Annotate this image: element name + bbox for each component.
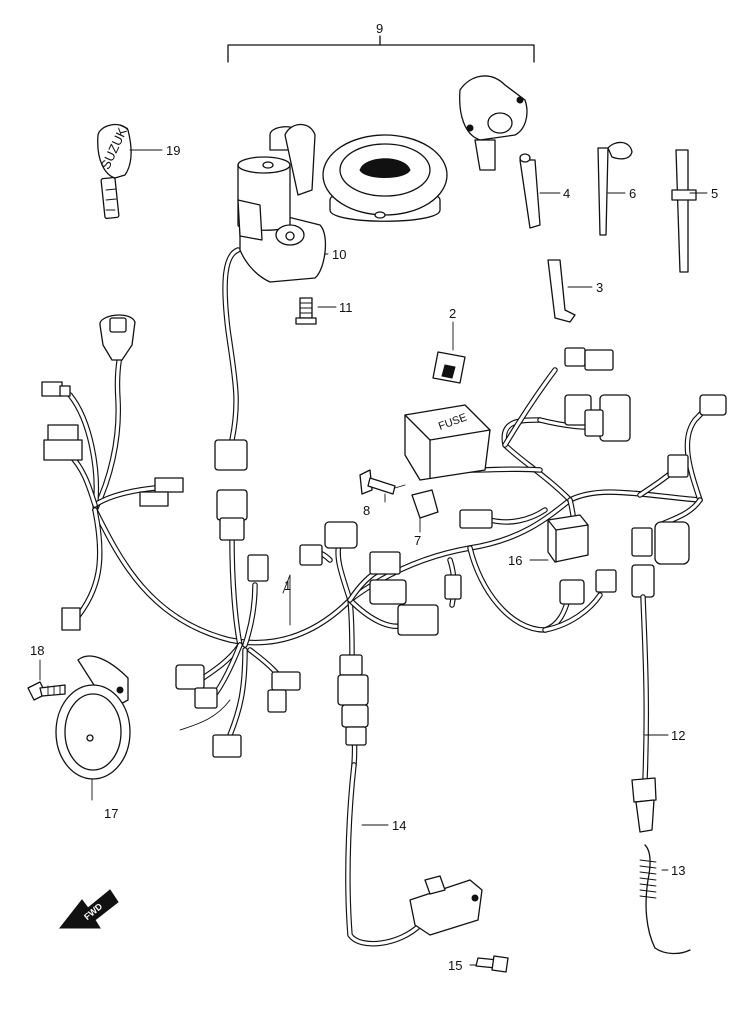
bolt-part-18: [27, 681, 66, 701]
callout-18: 18: [30, 643, 44, 658]
fuse-box: FUSE: [404, 404, 491, 481]
sensor-part-14: [409, 875, 483, 936]
key-part-19: SUZUKI: [97, 122, 132, 220]
fuel-cap-part-9: [322, 134, 448, 222]
callout-6: 6: [629, 186, 636, 201]
callout-7: 7: [414, 533, 421, 548]
callout-5: 5: [711, 186, 718, 201]
callout-19: 19: [166, 143, 180, 158]
band-part-5: [671, 149, 697, 273]
bolt-part-15: [475, 955, 509, 973]
rod-part-6: [597, 141, 633, 236]
bracket-part-3: [547, 259, 576, 323]
callout-numbers: 9 19 10 11 2 4 6 5 3 8 7 16 1 18 17 12 1…: [30, 21, 718, 973]
callout-14: 14: [392, 818, 406, 833]
bolt-part-8: [359, 469, 396, 495]
leader-lines: [39, 149, 708, 966]
cable-part-4: [519, 153, 541, 229]
callout-17: 17: [104, 806, 118, 821]
callout-2: 2: [449, 306, 456, 321]
fuse-part-2: [432, 351, 466, 384]
seat-lock-part-9: [459, 75, 528, 171]
callout-1: 1: [284, 578, 291, 593]
clip-part-13: [639, 844, 691, 955]
callout-16: 16: [508, 553, 522, 568]
callout-12: 12: [671, 728, 685, 743]
group-9-bracket: [227, 35, 535, 63]
ignition-switch-part-10: [237, 123, 327, 283]
callout-3: 3: [596, 280, 603, 295]
callout-8: 8: [363, 503, 370, 518]
callout-11: 11: [339, 300, 353, 315]
callout-10: 10: [332, 247, 346, 262]
connectors: [41, 314, 727, 758]
clip-part-7: [411, 489, 439, 519]
sensor-part-12: [631, 594, 657, 833]
callout-4: 4: [563, 186, 570, 201]
callout-13: 13: [671, 863, 685, 878]
callout-15: 15: [448, 958, 462, 973]
callout-9: 9: [376, 21, 383, 36]
horn-part-17: [55, 655, 131, 780]
screw-part-11: [295, 297, 317, 325]
forward-direction-arrow: FWD: [58, 889, 119, 929]
